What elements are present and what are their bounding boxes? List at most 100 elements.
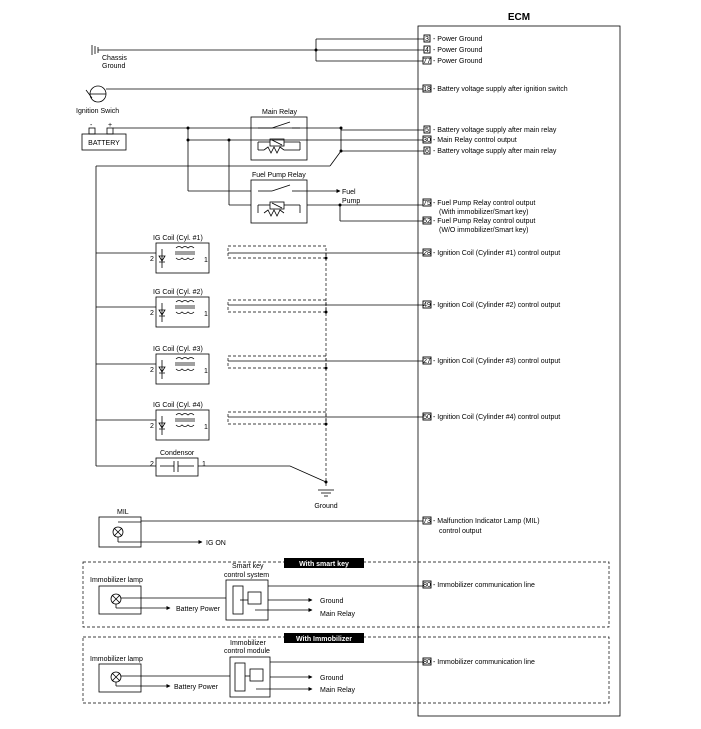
ground-symbol: Ground [314, 489, 338, 510]
svg-text:80: 80 [423, 659, 431, 666]
svg-text:73: 73 [423, 518, 431, 525]
ecm-pin: 30- Main Relay control output [422, 135, 517, 144]
svg-text:52: 52 [423, 218, 431, 225]
svg-text:Main Relay: Main Relay [320, 687, 356, 694]
ecm-pin: 80- Immobilizer communication line [422, 657, 535, 666]
svg-text:Battery Power: Battery Power [174, 684, 219, 691]
ignition-coil-4: IG Coil (Cyl. #4) 2 1 [96, 402, 423, 441]
svg-text:75: 75 [423, 200, 431, 207]
ecm-pin: 28- Ignition Coil (Cylinder #1) control … [422, 248, 560, 257]
ecm-module: ECM [417, 12, 621, 717]
svg-text:3: 3 [425, 36, 429, 43]
svg-text:- Battery voltage supply after: - Battery voltage supply after ignition … [433, 86, 568, 93]
svg-text:Pump: Pump [342, 198, 360, 205]
svg-text:+: + [108, 122, 112, 129]
ecm-pin: 6 - Battery voltage supply after main rel… [423, 146, 557, 155]
svg-text:2: 2 [150, 256, 154, 263]
svg-text:1: 1 [204, 311, 208, 318]
svg-text:30: 30 [423, 137, 431, 144]
svg-text:Battery Power: Battery Power [176, 606, 221, 613]
ignition-switch: Ignition Swich [76, 85, 423, 115]
svg-text:IG Coil (Cyl. #1): IG Coil (Cyl. #1) [153, 235, 203, 242]
svg-text:MIL: MIL [117, 509, 129, 516]
svg-text:1: 1 [204, 257, 208, 264]
svg-text:- Immobilizer communication li: - Immobilizer communication line [433, 582, 535, 589]
svg-text:control output: control output [439, 528, 481, 535]
svg-text:BATTERY: BATTERY [88, 140, 120, 147]
svg-text:- Malfunction Indicator Lamp (: - Malfunction Indicator Lamp (MIL) [433, 518, 540, 525]
svg-text:- Battery voltage supply after: - Battery voltage supply after main rela… [433, 127, 557, 134]
svg-text:Chassis: Chassis [102, 55, 127, 62]
svg-text:Ground: Ground [320, 675, 343, 682]
svg-text:Smart key: Smart key [232, 563, 264, 570]
ecm-pin: 3- Power Ground [423, 34, 483, 43]
ignition-coil-2: IG Coil (Cyl. #2) 2 1 [96, 289, 423, 328]
svg-text:IG Coil (Cyl. #4): IG Coil (Cyl. #4) [153, 402, 203, 409]
svg-text:2: 2 [150, 367, 154, 374]
svg-text:With Immobilizer: With Immobilizer [296, 636, 352, 643]
svg-text:Condensor: Condensor [160, 450, 195, 457]
svg-text:(W/O immobilizer/Smart key): (W/O immobilizer/Smart key) [439, 227, 528, 234]
ecm-pin: 5 - Battery voltage supply after main rel… [423, 125, 557, 134]
svg-text:Main Relay: Main Relay [262, 109, 298, 116]
svg-text:6: 6 [425, 148, 429, 155]
svg-text:50: 50 [423, 414, 431, 421]
ecm-pin: 52- Fuel Pump Relay control output (W/O i… [422, 216, 535, 234]
svg-text:1: 1 [204, 424, 208, 431]
svg-text:- Battery voltage supply after: - Battery voltage supply after main rela… [433, 148, 557, 155]
immobilizer-section: With Immobilizer Immobilizer lamp Batter… [82, 633, 610, 704]
svg-text:- Immobilizer communication li: - Immobilizer communication line [433, 659, 535, 666]
ecm-pin: 27- Ignition Coil (Cylinder #3) control … [422, 356, 560, 365]
svg-text:- Ignition Coil (Cylinder #4): - Ignition Coil (Cylinder #4) control ou… [433, 414, 560, 421]
ignition-coil-1: IG Coil (Cyl. #1) 2 1 [96, 235, 423, 274]
svg-text:4: 4 [425, 47, 429, 54]
svg-text:5: 5 [425, 127, 429, 134]
svg-text:2: 2 [150, 423, 154, 430]
ignition-coil-3: IG Coil (Cyl. #3) 2 1 [96, 346, 423, 385]
coil-ground-bus [324, 253, 328, 488]
svg-text:- Fuel Pump Relay control outp: - Fuel Pump Relay control output [433, 200, 535, 207]
svg-text:Fuel Pump Relay: Fuel Pump Relay [252, 172, 306, 179]
svg-text:- Fuel Pump Relay control outp: - Fuel Pump Relay control output [433, 218, 535, 225]
ecm-pin: 50- Ignition Coil (Cylinder #4) control … [422, 412, 560, 421]
svg-text:- Ignition Coil (Cylinder #3): - Ignition Coil (Cylinder #3) control ou… [433, 358, 560, 365]
svg-text:1: 1 [204, 368, 208, 375]
svg-text:18: 18 [423, 86, 431, 93]
svg-text:27: 27 [423, 358, 431, 365]
chassis-ground: Chassis Ground [91, 38, 424, 70]
svg-text:77: 77 [423, 58, 431, 65]
svg-text:IG ON: IG ON [206, 540, 226, 547]
svg-text:IG Coil (Cyl. #2): IG Coil (Cyl. #2) [153, 289, 203, 296]
main-relay: Main Relay [95, 109, 424, 466]
mil-lamp: MIL IG ON [98, 509, 423, 548]
svg-text:control module: control module [224, 648, 270, 655]
ecm-pin-list: 3- Power Ground 4 - Power Ground 77- Powe… [422, 34, 568, 666]
ecm-pin: 49- Ignition Coil (Cylinder #2) control … [422, 300, 560, 309]
svg-text:Ground: Ground [320, 598, 343, 605]
svg-text:Immobilizer lamp: Immobilizer lamp [90, 577, 143, 584]
svg-text:Immobilizer: Immobilizer [230, 640, 266, 647]
svg-text:With smart key: With smart key [299, 561, 349, 568]
svg-text:2: 2 [150, 461, 154, 468]
svg-text:- Main Relay control output: - Main Relay control output [433, 137, 517, 144]
svg-text:80: 80 [423, 582, 431, 589]
ecm-pin: 73- Malfunction Indicator Lamp (MIL) cont… [422, 516, 540, 535]
svg-text:- Ignition Coil (Cylinder #2): - Ignition Coil (Cylinder #2) control ou… [433, 302, 560, 309]
svg-text:1: 1 [202, 461, 206, 468]
svg-text:28: 28 [423, 250, 431, 257]
svg-text:Ground: Ground [102, 63, 125, 70]
svg-text:Main Relay: Main Relay [320, 611, 356, 618]
svg-text:- Power Ground: - Power Ground [433, 58, 483, 65]
ecm-pin: 18- Battery voltage supply after ignitio… [422, 84, 568, 93]
svg-text:Ground: Ground [314, 503, 337, 510]
svg-text:Fuel: Fuel [342, 189, 356, 196]
fuel-pump-relay: Fuel Pump Relay Fuel Pump [187, 140, 423, 224]
smart-key-section: With smart key Immobilizer lamp Battery … [82, 558, 610, 628]
svg-text:49: 49 [423, 302, 431, 309]
svg-text:- Power Ground: - Power Ground [433, 47, 483, 54]
svg-text:(With immobilizer/Smart key): (With immobilizer/Smart key) [439, 209, 528, 216]
ecm-pin: 75- Fuel Pump Relay control output (With … [422, 198, 535, 216]
svg-text:2: 2 [150, 310, 154, 317]
battery: - + BATTERY [81, 122, 341, 151]
ecm-pin: 4 - Power Ground [423, 45, 483, 54]
